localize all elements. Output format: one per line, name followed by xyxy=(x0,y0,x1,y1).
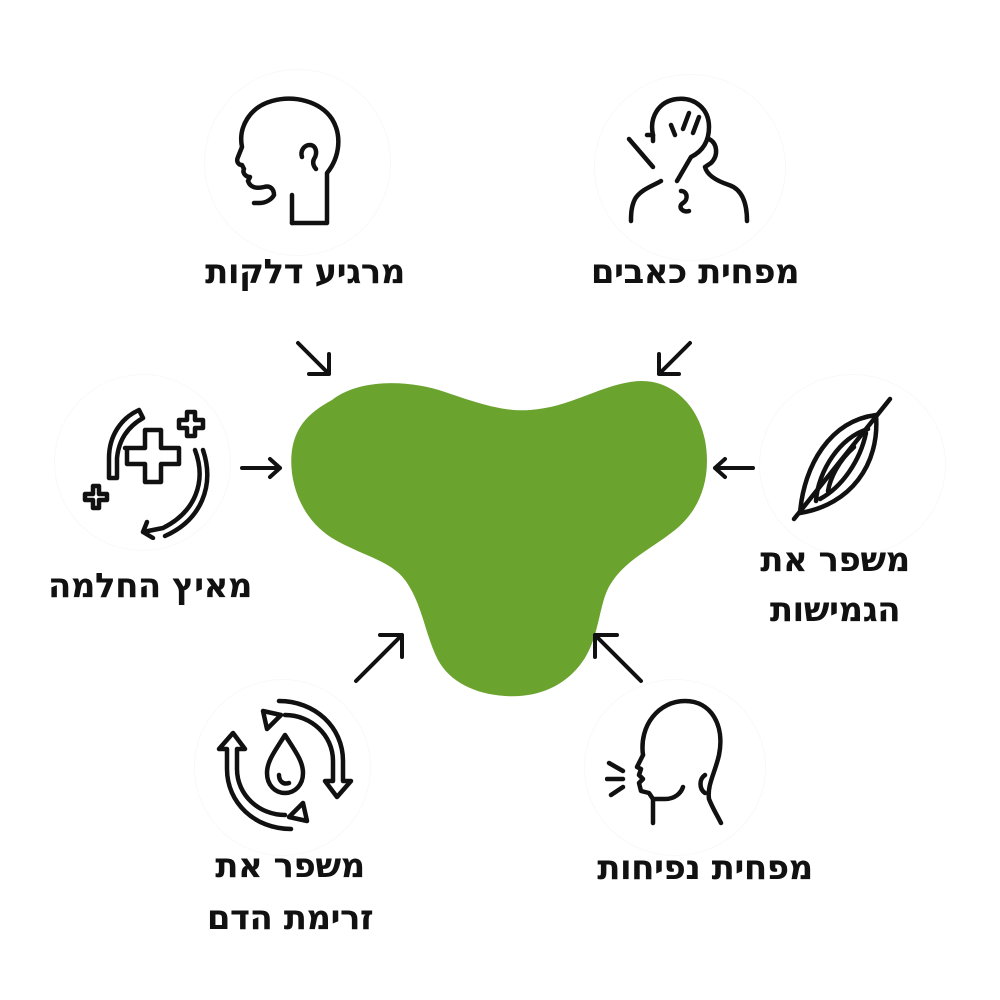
blood-drop-cycle-icon xyxy=(215,695,355,835)
neck-pain-icon xyxy=(625,95,755,225)
green-patch-shape xyxy=(280,360,720,705)
benefit-label-elasticity-line2: הגמישות xyxy=(769,590,901,630)
benefit-label-swelling: מפחית נפיחות xyxy=(597,848,813,888)
arrow-down-left-icon xyxy=(655,340,693,378)
arrow-up-left-icon xyxy=(590,630,645,685)
benefit-label-inflammation: מרגיע דלקות xyxy=(205,252,405,292)
icon-background xyxy=(595,75,785,260)
benefit-label-pain: מפחית כאבים xyxy=(590,252,800,292)
leaf-icon xyxy=(790,395,900,525)
benefit-label-elasticity-line1: משפר את xyxy=(760,540,910,580)
arrow-left-icon xyxy=(710,456,755,480)
medical-cross-cycle-icon xyxy=(75,400,215,540)
benefit-label-circulation-line2: זרימת הדם xyxy=(206,898,374,938)
arrow-up-right-icon xyxy=(352,630,407,685)
arrow-right-icon xyxy=(240,456,285,480)
benefit-label-circulation-line1: משפר את xyxy=(215,846,365,886)
arrow-down-right-icon xyxy=(295,340,333,378)
benefit-label-healing: מאיץ החלמה xyxy=(48,566,252,606)
head-profile-icon xyxy=(232,95,342,230)
head-breath-icon xyxy=(605,695,730,830)
